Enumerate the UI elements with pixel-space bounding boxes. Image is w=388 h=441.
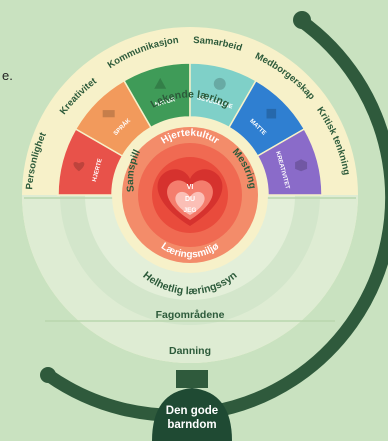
label-danning: Danning bbox=[169, 345, 211, 357]
heart-word-du: DU bbox=[185, 196, 195, 203]
heart-small-icon bbox=[175, 191, 205, 215]
segment-rect-icon bbox=[102, 110, 115, 118]
segment-label-natur: NATUR bbox=[155, 97, 177, 108]
segment-cube-icon bbox=[295, 159, 308, 172]
segment-circle-icon bbox=[213, 77, 226, 90]
heart-word-vi: VI bbox=[187, 184, 194, 191]
heart-word-jeg: JEG bbox=[183, 207, 196, 214]
base-label-line2: barndom bbox=[167, 419, 216, 431]
segment-label-hjerte: HJERTE bbox=[92, 158, 104, 182]
label-fagomradene: Fagområdene bbox=[156, 309, 225, 321]
stray-text: e. bbox=[2, 68, 13, 83]
base-label-line1: Den gode bbox=[166, 405, 218, 417]
segment-heart-icon bbox=[73, 162, 85, 172]
globe-stand bbox=[40, 11, 388, 441]
segment-triangle-icon bbox=[154, 77, 167, 89]
segment-square-icon bbox=[266, 108, 277, 119]
